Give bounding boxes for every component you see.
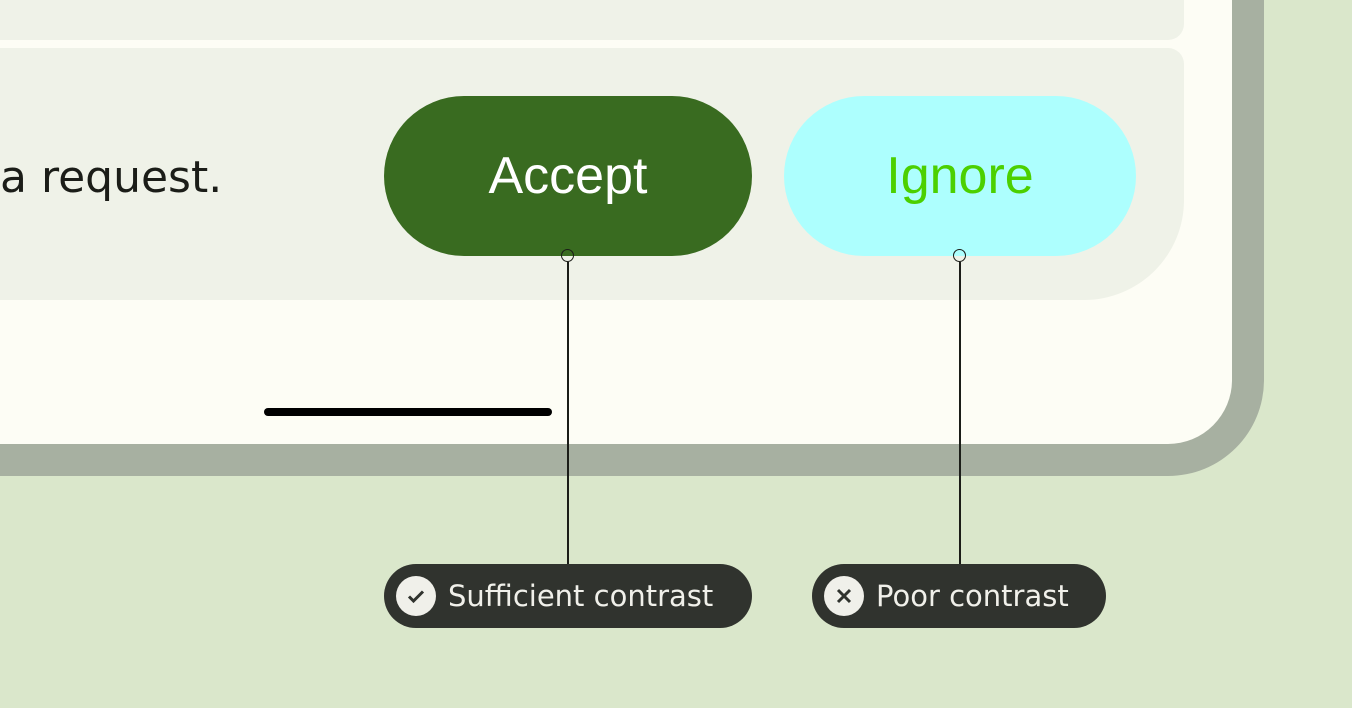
poor-contrast-label: Poor contrast bbox=[812, 564, 1106, 628]
request-message: a request. bbox=[0, 152, 223, 203]
annotation-line bbox=[567, 262, 569, 564]
check-circle-icon bbox=[396, 576, 436, 616]
annotation-line bbox=[959, 262, 961, 564]
annotation-anchor bbox=[561, 249, 574, 262]
annotation-text: Poor contrast bbox=[876, 579, 1069, 613]
x-circle-icon bbox=[824, 576, 864, 616]
accept-button[interactable]: Accept bbox=[384, 96, 752, 256]
sufficient-contrast-label: Sufficient contrast bbox=[384, 564, 752, 628]
annotation-text: Sufficient contrast bbox=[448, 579, 714, 613]
annotation-anchor bbox=[953, 249, 966, 262]
home-indicator[interactable] bbox=[264, 408, 552, 416]
card-top bbox=[0, 0, 1184, 40]
ignore-button[interactable]: Ignore bbox=[784, 96, 1136, 256]
